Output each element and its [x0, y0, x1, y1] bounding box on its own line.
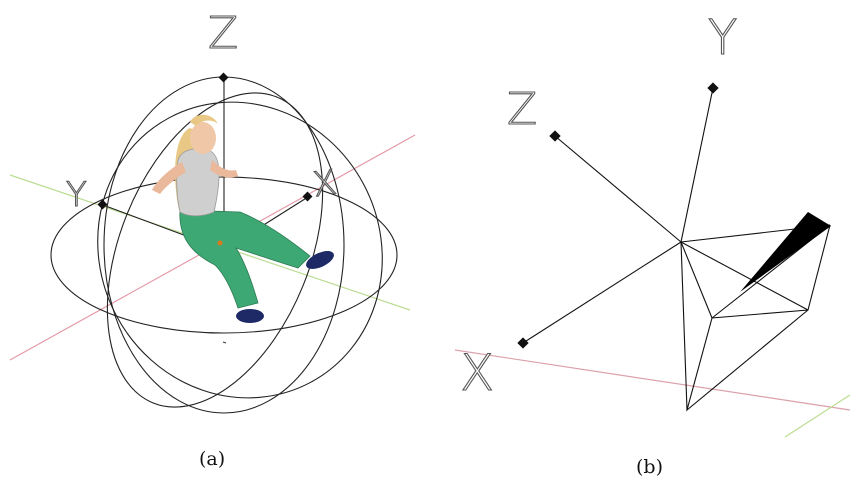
right-shoe	[303, 247, 336, 272]
axis-wireframe-canvas	[425, 0, 850, 479]
frustum-edge-3	[681, 242, 712, 318]
x-axis-stick	[523, 242, 681, 343]
gizmo-canvas	[0, 0, 425, 440]
y-axis-label: Y	[66, 178, 87, 212]
panel-a: Z Y X (a)	[0, 0, 425, 479]
caption-b: (b)	[636, 456, 663, 478]
x-handle[interactable]	[517, 337, 528, 348]
z-axis-label: Z	[208, 12, 238, 56]
camera-wedge	[740, 212, 831, 292]
rotation-gizmo[interactable]	[46, 52, 434, 448]
x-axis-line	[455, 350, 850, 410]
pivot-dot	[218, 241, 223, 246]
y-handle[interactable]	[707, 82, 718, 93]
y-axis-stick	[681, 88, 713, 242]
z-axis-label: Z	[507, 88, 537, 132]
panel-b: Y Z X (b)	[425, 0, 850, 479]
left-shoe	[236, 309, 264, 323]
woman-avatar-figure	[152, 115, 337, 323]
frustum-base	[687, 225, 830, 410]
z-handle[interactable]	[219, 73, 229, 83]
y-axis-label: Y	[708, 14, 737, 62]
z-axis-stick	[555, 136, 681, 242]
axis-handles	[517, 82, 718, 348]
x-axis-label: X	[460, 348, 494, 398]
caption-a: (a)	[199, 448, 225, 470]
x-axis-label: X	[311, 166, 339, 203]
